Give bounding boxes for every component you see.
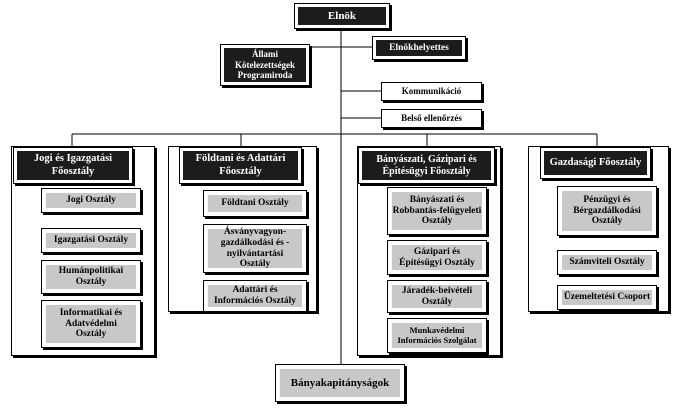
programme-office-label: Állami Kötelezettségek Programiroda [235, 49, 295, 81]
dept-2-unit-3: Adattári és Információs Osztály [204, 281, 306, 311]
dept-1-unit-2-label: Igazgatási Osztály [53, 235, 129, 246]
dept-4-unit-1-label: Pénzügyi és Bérgazdálkodási Osztály [573, 194, 641, 227]
dept-2-unit-2-label: Ásványvagyon-gazdálkodási és -nyilvántar… [220, 226, 290, 270]
department-4-title-box: Gazdasági Főosztály [541, 148, 650, 178]
dept-3-unit-4-label: Munkavédelmi Információs Szolgálat [397, 324, 477, 345]
dept-4-unit-3-label: Üzemeltetési Csoport [563, 292, 651, 303]
dept-3-unit-3: Járadék-beivételi Osztály [388, 281, 486, 312]
dept-1-unit-3-label: Humánpolitikai Osztály [58, 266, 124, 287]
vice-president-label: Elnökhelyettes [389, 42, 449, 53]
dept-2-unit-1-label: Földtani Osztály [221, 198, 289, 209]
programme-office-box: Állami Kötelezettségek Programiroda [221, 45, 309, 85]
internal-audit-box: Belső ellenőrzés [381, 109, 482, 128]
department-4-title: Gazdasági Főosztály [549, 156, 642, 168]
dept-3-unit-2: Gázipari és Építésügyi Osztály [388, 241, 486, 274]
dept-3-unit-1: Bányászati és Robbantás-felügyeleti Oszt… [388, 188, 486, 234]
president-box: Elnök [295, 4, 389, 28]
dept-1-unit-3: Humánpolitikai Osztály [42, 261, 140, 293]
dept-1-unit-4-label: Informatikai és Adatvédelmi Osztály [59, 307, 123, 340]
dept-2-unit-1: Földtani Osztály [204, 191, 306, 216]
mining-authorities-box: Bányakapitányságok [276, 365, 404, 401]
dept-3-unit-1-label: Bányászati és Robbantás-felügyeleti Oszt… [392, 194, 482, 227]
dept-1-unit-1: Jogi Osztály [42, 189, 140, 212]
vice-president-box: Elnökhelyettes [373, 37, 465, 59]
department-1-title-box: Jogi és Igazgatási Főosztály [14, 148, 132, 183]
dept-2-unit-3-label: Adattári és Információs Osztály [213, 285, 297, 306]
dept-1-unit-2: Igazgatási Osztály [42, 229, 140, 252]
dept-1-unit-1-label: Jogi Osztály [66, 195, 116, 206]
communication-box: Kommunikáció [381, 82, 482, 101]
dept-3-unit-3-label: Járadék-beivételi Osztály [401, 285, 473, 307]
department-1-title: Jogi és Igazgatási Főosztály [33, 153, 113, 177]
department-3-title-box: Bányászati, Gázipari és Építésügyi Főosz… [359, 148, 494, 183]
dept-3-unit-2-label: Gázipari és Építésügyi Osztály [399, 246, 475, 268]
dept-3-unit-4: Munkavédelmi Információs Szolgálat [388, 319, 486, 352]
dept-4-unit-2: Számviteli Osztály [558, 251, 656, 274]
internal-audit-label: Belső ellenőrzés [401, 113, 462, 124]
department-2-title: Földtani és Adattári Főosztály [195, 153, 286, 177]
president-label: Elnök [327, 9, 357, 22]
dept-2-unit-2: Ásványvagyon-gazdálkodási és -nyilvántar… [204, 225, 306, 272]
dept-4-unit-3: Üzemeltetési Csoport [558, 286, 656, 309]
department-2-title-box: Földtani és Adattári Főosztály [180, 148, 301, 183]
dept-1-unit-4: Informatikai és Adatvédelmi Osztály [42, 301, 140, 347]
department-3-title: Bányászati, Gázipari és Építésügyi Főosz… [376, 154, 477, 177]
dept-4-unit-2-label: Számviteli Osztály [569, 257, 645, 268]
mining-authorities-label: Bányakapitányságok [290, 376, 390, 389]
communication-label: Kommunikáció [401, 86, 462, 97]
dept-4-unit-1: Pénzügyi és Bérgazdálkodási Osztály [558, 187, 656, 235]
